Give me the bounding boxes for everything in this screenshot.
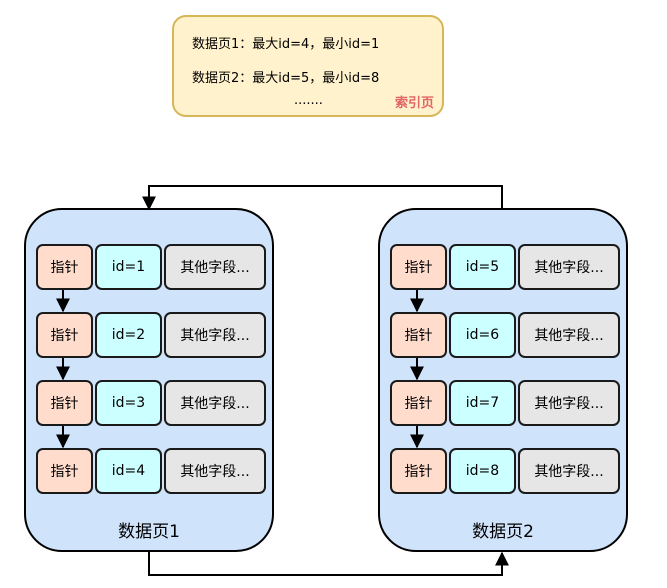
pointer-cell: 指针: [36, 448, 93, 494]
id-cell: id=8: [449, 448, 516, 494]
page-title: 数据页1: [118, 522, 180, 542]
id-cell: id=2: [95, 312, 162, 358]
page-link-arrow-bottom: [148, 551, 509, 576]
record-row: 指针 id=3 其他字段...: [36, 380, 266, 426]
pointer-cell: 指针: [390, 448, 447, 494]
data-page-2: 指针 id=5 其他字段... 指针 id=6 其他字段... 指针 id=7 …: [378, 208, 628, 552]
id-cell: id=3: [95, 380, 162, 426]
other-fields-cell: 其他字段...: [518, 380, 620, 426]
record-row: 指针 id=7 其他字段...: [390, 380, 620, 426]
index-line-page2: 数据页2：最大id=5，最小id=8: [192, 71, 380, 86]
index-page-box: 数据页1：最大id=4，最小id=1 数据页2：最大id=5，最小id=8 ..…: [172, 15, 444, 117]
other-fields-cell: 其他字段...: [164, 244, 266, 290]
other-fields-cell: 其他字段...: [164, 380, 266, 426]
id-cell: id=5: [449, 244, 516, 290]
id-cell: id=1: [95, 244, 162, 290]
record-row: 指针 id=5 其他字段...: [390, 244, 620, 290]
pointer-cell: 指针: [390, 380, 447, 426]
data-page-1: 指针 id=1 其他字段... 指针 id=2 其他字段... 指针 id=3 …: [24, 208, 274, 552]
other-fields-cell: 其他字段...: [518, 244, 620, 290]
index-line-page1: 数据页1：最大id=4，最小id=1: [192, 37, 380, 52]
id-cell: id=7: [449, 380, 516, 426]
pointer-cell: 指针: [36, 244, 93, 290]
record-row: 指针 id=4 其他字段...: [36, 448, 266, 494]
other-fields-cell: 其他字段...: [164, 312, 266, 358]
other-fields-cell: 其他字段...: [518, 448, 620, 494]
other-fields-cell: 其他字段...: [164, 448, 266, 494]
pointer-cell: 指针: [36, 312, 93, 358]
id-cell: id=6: [449, 312, 516, 358]
other-fields-cell: 其他字段...: [518, 312, 620, 358]
record-row: 指针 id=8 其他字段...: [390, 448, 620, 494]
page-link-arrow-top: [142, 185, 503, 211]
pointer-cell: 指针: [390, 312, 447, 358]
index-line-ellipsis: .......: [294, 93, 323, 108]
page-title: 数据页2: [472, 522, 534, 542]
id-cell: id=4: [95, 448, 162, 494]
record-row: 指针 id=2 其他字段...: [36, 312, 266, 358]
index-page-label: 索引页: [394, 96, 434, 111]
record-row: 指针 id=6 其他字段...: [390, 312, 620, 358]
record-row: 指针 id=1 其他字段...: [36, 244, 266, 290]
pointer-cell: 指针: [390, 244, 447, 290]
pointer-cell: 指针: [36, 380, 93, 426]
